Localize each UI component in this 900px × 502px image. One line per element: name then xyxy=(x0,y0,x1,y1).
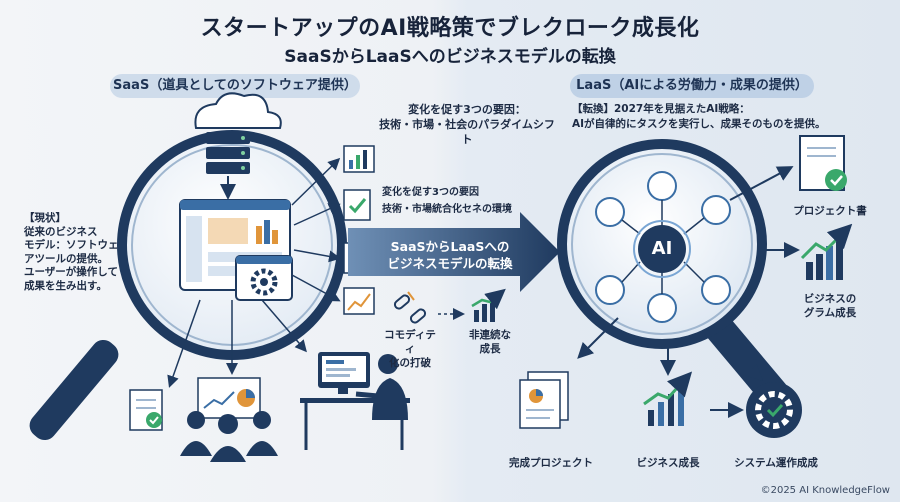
growth-line2: グラム成長 xyxy=(803,307,857,319)
complete-label: 完成プロジェクト xyxy=(509,457,593,469)
commodity-label: コモディティ 化の打破 xyxy=(380,328,440,370)
factors-top-line1: 変化を促す3つの要因： xyxy=(408,103,526,116)
cloud-server-icon xyxy=(194,92,282,200)
current-state-text: 【現状】 従来のビジネス モデル：ソフトウェ アツールの提供。 ユーザーが操作し… xyxy=(24,212,124,293)
commodity-line2: 化の打破 xyxy=(389,357,431,369)
current-line3: モデル：ソフトウェ xyxy=(24,239,119,251)
nonlinear-label: 非連続な 成長 xyxy=(460,328,520,356)
nonlinear-line2: 成長 xyxy=(479,343,501,355)
gear-window-icon xyxy=(235,255,293,301)
factors-mid-line1: 変化を促す3つの要因 xyxy=(382,187,479,198)
project-doc-label: プロジェクト書 xyxy=(793,205,867,217)
chart-icon-2 xyxy=(343,287,375,315)
transform-line2: AIが自律的にタスクを実行し、成果そのものを提供。 xyxy=(572,118,826,130)
factors-mid: 変化を促す3つの要因 技術・市場統合化セネの環境 xyxy=(382,184,532,218)
meeting-board-icon xyxy=(197,377,261,419)
big-arrow-line1: SaaSからLaaSへの xyxy=(390,239,510,254)
ai-hub xyxy=(595,171,731,323)
growth-label: ビジネスの グラム成長 xyxy=(780,292,880,320)
biz-growth-label: ビジネス成長 xyxy=(636,457,700,469)
page-title: スタートアップのAI戦略策でブレクローク成長化 xyxy=(200,16,700,41)
transform-text: 【転換】2027年を見据えたAI戦略： AIが自律的にタスクを実行し、成果そのも… xyxy=(572,102,832,132)
document-check-icon xyxy=(129,389,163,431)
nonlinear-line1: 非連続な xyxy=(469,329,511,341)
big-transition-arrow xyxy=(348,212,560,292)
growth-bars-icon xyxy=(471,288,506,322)
current-line4: アツールの提供。 xyxy=(24,252,108,265)
completed-project-icon xyxy=(519,371,569,429)
growth-line1: ビジネスの xyxy=(803,293,857,305)
right-lens-arrows xyxy=(577,166,800,418)
big-arrow-label: SaaSからLaaSへの ビジネスモデルの転換 xyxy=(382,238,518,272)
commodity-line1: コモディティ xyxy=(384,329,436,355)
checklist-icon-1 xyxy=(343,189,371,221)
ai-label: AI xyxy=(651,238,673,259)
growth-chart-icon xyxy=(800,223,853,280)
current-line5: ユーザーが操作して xyxy=(24,266,118,278)
system-gear-icon xyxy=(746,382,802,438)
page-subtitle: SaaSからLaaSへのビジネスモデルの転換 xyxy=(284,47,616,67)
factors-top-line2: 技術・市場・社会のパラダイムシフト xyxy=(379,118,555,146)
business-growth-icon xyxy=(643,371,693,426)
factors-mid-line2: 技術・市場統合化セネの環境 xyxy=(382,204,512,215)
current-line2: 従来のビジネス xyxy=(24,225,98,238)
current-line1: 【現状】 xyxy=(24,212,66,224)
current-line6: 成果を生み出す。 xyxy=(24,279,107,292)
user-at-desk-icon xyxy=(300,352,410,450)
broken-chain-icon xyxy=(393,291,427,324)
users-icon xyxy=(180,411,278,462)
system-label: システム運作成成 xyxy=(734,457,818,469)
factors-top: 変化を促す3つの要因： 技術・市場・社会のパラダイムシフト xyxy=(377,102,557,147)
transform-line1: 【転換】2027年を見据えたAI戦略： xyxy=(572,103,750,115)
project-doc-icon xyxy=(799,135,847,191)
footer-credit: ©2025 AI KnowledgeFlow xyxy=(760,485,890,496)
big-arrow-line2: ビジネスモデルの転換 xyxy=(387,256,513,271)
lens-arrows xyxy=(167,157,341,388)
chart-icon-1 xyxy=(343,145,375,173)
laas-pill: LaaS（AIによる労働力・成果の提供） xyxy=(570,74,814,98)
